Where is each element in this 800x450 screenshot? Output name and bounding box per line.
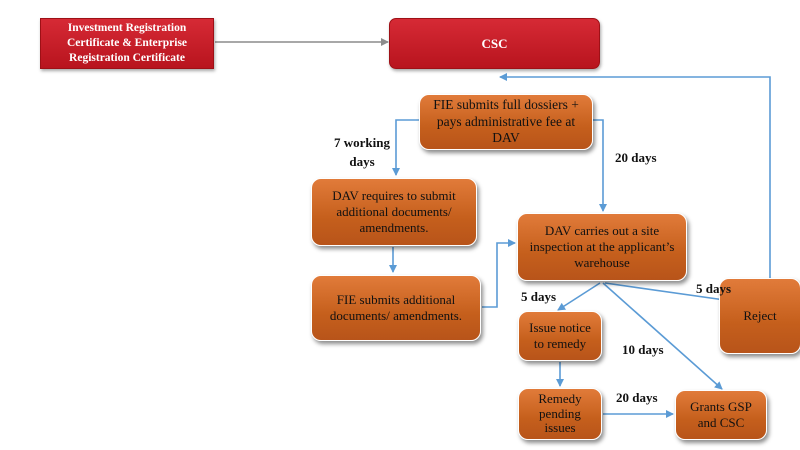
dav-require-box: DAV requires to submit additional docume…	[311, 178, 477, 246]
grants-box: Grants GSP and CSC	[675, 390, 767, 440]
label-7-working-days: 7 working days	[334, 135, 390, 169]
arrow-fie-to-site-inspection	[593, 119, 607, 212]
fie-additional-box: FIE submits additional documents/ amendm…	[311, 275, 481, 341]
ircerc-box: Investment Registration Certificate & En…	[40, 18, 214, 69]
reject-box: Reject	[719, 278, 800, 354]
label-5-days-issue: 5 days	[521, 289, 557, 304]
arrow-fie-to-dav-require	[392, 119, 420, 176]
label-20-days-bottom: 20 days	[616, 390, 658, 405]
remedy-box: Remedy pending issues	[518, 388, 602, 440]
issue-notice-box: Issue notice to remedy	[518, 311, 602, 361]
label-5-days-reject: 5 days	[696, 281, 732, 296]
fie-submit-box: FIE submits full dossiers + pays adminis…	[419, 94, 593, 150]
arrow-site-inspection-to-issue-notice	[557, 282, 601, 311]
label-20-days-top: 20 days	[615, 150, 657, 165]
label-10-days: 10 days	[622, 342, 664, 357]
arrow-fie-additional-to-site-inspection	[482, 239, 516, 308]
arrow-site-inspection-to-grants	[602, 282, 723, 390]
site-inspection-box: DAV carries out a site inspection at the…	[517, 213, 687, 281]
csc-box: CSC	[389, 18, 600, 69]
